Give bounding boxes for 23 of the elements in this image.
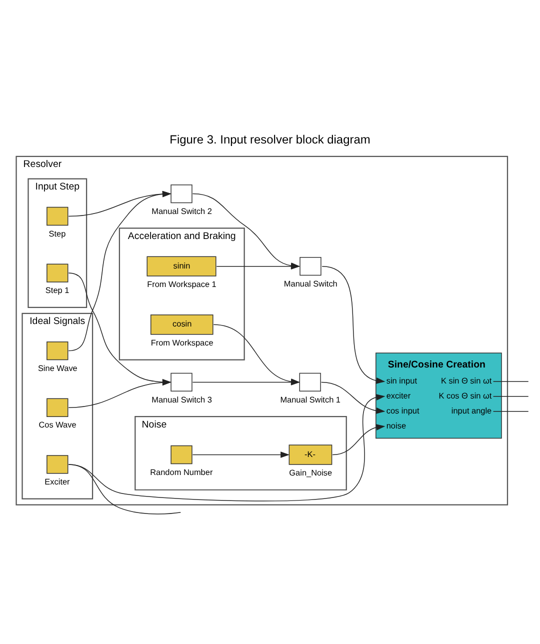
- connector: [492, 380, 529, 382]
- node-label: Step: [48, 228, 66, 238]
- diagram-title: Figure 3. Input resolver block diagram: [170, 132, 370, 146]
- node-label: Sine Wave: [38, 363, 78, 372]
- node-label: Manual Switch: [284, 278, 338, 288]
- arrow: [332, 424, 386, 455]
- node-label: Cos Wave: [38, 420, 76, 430]
- node-label: Manual Switch 2: [152, 206, 212, 216]
- connector: [492, 410, 529, 412]
- arrow: [320, 381, 386, 414]
- arrow: [322, 265, 386, 384]
- node-label: Exciter: [44, 476, 70, 486]
- connector: [68, 464, 182, 514]
- arrow: [192, 451, 290, 458]
- arrow: [68, 190, 172, 216]
- arrow: [68, 190, 172, 351]
- node-label: From Workspace 1: [147, 280, 216, 289]
- node-label: Manual Switch 3: [152, 394, 212, 404]
- node-label: From Workspace: [150, 338, 214, 347]
- node-label: Manual Switch 1: [280, 394, 341, 404]
- node-label: Random Number: [150, 467, 213, 476]
- node-label: Gain_Noise: [289, 468, 332, 478]
- node-label: Step 1: [45, 286, 70, 295]
